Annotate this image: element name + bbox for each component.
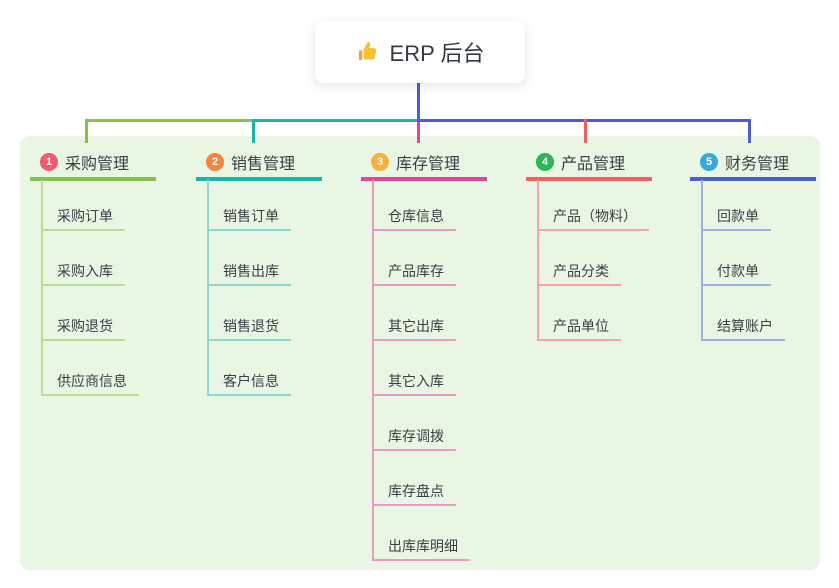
branch-label: 产品管理 <box>561 155 626 173</box>
branch-node-sales[interactable]: 2 销售管理 <box>196 146 322 181</box>
branch-spine-line <box>537 180 539 341</box>
child-node[interactable]: 销售出库 <box>207 257 291 286</box>
child-node-label: 产品库存 <box>388 262 444 279</box>
child-node[interactable]: 其它入库 <box>372 367 456 396</box>
child-node[interactable]: 付款单 <box>701 257 771 286</box>
child-node-label: 产品（物料） <box>553 207 637 224</box>
child-node-label: 产品单位 <box>553 317 609 334</box>
child-node-label: 供应商信息 <box>57 372 127 389</box>
child-node[interactable]: 产品分类 <box>537 257 621 286</box>
branch-number-badge: 3 <box>371 152 389 171</box>
branch-label: 财务管理 <box>725 155 790 173</box>
branch-number-badge: 4 <box>536 152 554 171</box>
child-node[interactable]: 产品库存 <box>372 257 456 286</box>
child-node[interactable]: 其它出库 <box>372 312 456 341</box>
branch-node-product[interactable]: 4 产品管理 <box>526 146 652 181</box>
child-node-label: 其它出库 <box>388 317 444 334</box>
branch-spine-line <box>701 180 703 341</box>
child-node[interactable]: 销售订单 <box>207 202 291 231</box>
child-node[interactable]: 采购退货 <box>41 312 125 341</box>
child-node-label: 库存调拨 <box>388 427 444 444</box>
branch-node-finance[interactable]: 5 财务管理 <box>690 146 816 181</box>
child-node[interactable]: 回款单 <box>701 202 771 231</box>
branch-label: 销售管理 <box>231 155 296 173</box>
branch-spine-line <box>207 180 209 396</box>
branch-label: 采购管理 <box>65 155 130 173</box>
child-node[interactable]: 产品（物料） <box>537 202 649 231</box>
child-node[interactable]: 产品单位 <box>537 312 621 341</box>
child-node-label: 产品分类 <box>553 262 609 279</box>
child-node-label: 销售退货 <box>223 317 279 334</box>
child-node-label: 销售订单 <box>223 207 279 224</box>
root-node[interactable]: ERP 后台 <box>315 21 525 83</box>
connector-line <box>748 119 751 143</box>
connector-line <box>417 83 420 121</box>
branch-spine-line <box>372 180 374 561</box>
branch-node-inventory[interactable]: 3 库存管理 <box>361 146 487 181</box>
child-node-label: 其它入库 <box>388 372 444 389</box>
child-node[interactable]: 库存调拨 <box>372 422 456 451</box>
branch-number-badge: 5 <box>700 152 718 171</box>
connector-line <box>252 119 419 122</box>
child-node[interactable]: 库存盘点 <box>372 477 456 506</box>
child-node-label: 回款单 <box>717 207 759 224</box>
child-node[interactable]: 仓库信息 <box>372 202 456 231</box>
connector-line <box>417 122 420 143</box>
child-node-label: 采购退货 <box>57 317 113 334</box>
branch-node-purchase[interactable]: 1 采购管理 <box>30 146 156 181</box>
root-title: ERP 后台 <box>389 41 485 66</box>
child-node-label: 付款单 <box>717 262 759 279</box>
mindmap-canvas <box>20 136 820 570</box>
branch-number-badge: 2 <box>206 152 224 171</box>
branch-label: 库存管理 <box>396 155 461 173</box>
connector-line <box>584 119 587 143</box>
connector-line <box>252 119 255 143</box>
child-node-label: 仓库信息 <box>388 207 444 224</box>
child-node[interactable]: 出库库明细 <box>372 532 470 561</box>
child-node-label: 采购订单 <box>57 207 113 224</box>
child-node[interactable]: 销售退货 <box>207 312 291 341</box>
child-node[interactable]: 供应商信息 <box>41 367 139 396</box>
child-node[interactable]: 客户信息 <box>207 367 291 396</box>
connector-line <box>85 119 88 143</box>
child-node-label: 出库库明细 <box>388 537 458 554</box>
child-node-label: 销售出库 <box>223 262 279 279</box>
child-node-label: 客户信息 <box>223 372 279 389</box>
connector-line <box>85 119 253 122</box>
child-node-label: 采购入库 <box>57 262 113 279</box>
child-node[interactable]: 采购入库 <box>41 257 125 286</box>
child-node[interactable]: 采购订单 <box>41 202 125 231</box>
branch-number-badge: 1 <box>40 152 58 171</box>
thumbs-up-icon <box>356 40 380 64</box>
child-node-label: 库存盘点 <box>388 482 444 499</box>
child-node[interactable]: 结算账户 <box>701 312 785 341</box>
child-node-label: 结算账户 <box>717 317 773 334</box>
branch-spine-line <box>41 180 43 396</box>
